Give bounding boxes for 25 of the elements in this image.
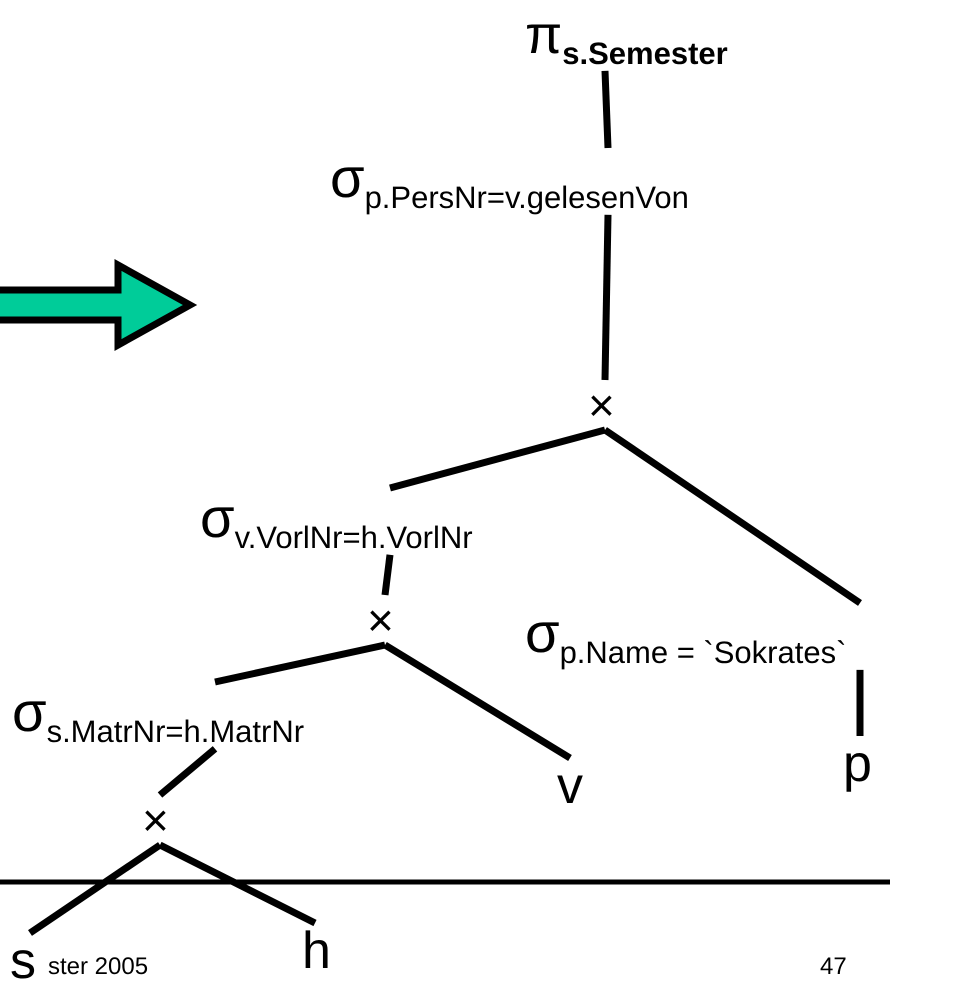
relation-label: v <box>557 760 583 812</box>
selection-operator: σ$_{s.MatrNr=h.MatrNr}$ <box>12 684 304 747</box>
relation-label: s <box>10 935 36 987</box>
tree-edge <box>383 642 572 761</box>
tree-edge <box>602 70 612 148</box>
cross-product-operator: × <box>588 382 615 428</box>
tree-edge <box>389 426 606 492</box>
tree-edge <box>382 554 394 596</box>
cross-product-operator: × <box>142 797 169 843</box>
tree-edge <box>158 842 317 926</box>
relation-label: h <box>302 925 331 977</box>
tree-edge <box>603 427 862 606</box>
tree-edge <box>602 214 612 380</box>
selection-operator: σ$_{p.Name = `Sokrates`}$ <box>525 605 846 668</box>
tree-edge <box>214 642 386 686</box>
tree-edge <box>158 746 218 798</box>
selection-operator: σ$_{p.PersNr=v.gelesenVon}$ <box>330 150 689 213</box>
tree-edge <box>28 842 162 936</box>
footer-text: ster 2005 <box>48 955 148 979</box>
projection-operator: π$_{s.Semester}$ <box>525 8 728 69</box>
selection-operator: σ$_{v.VorlNr=h.VorlNr}$ <box>200 490 473 553</box>
cross-product-operator: × <box>367 597 394 643</box>
relation-label: p <box>843 738 872 790</box>
page-number: 47 <box>820 955 847 979</box>
tree-edge <box>856 670 864 736</box>
